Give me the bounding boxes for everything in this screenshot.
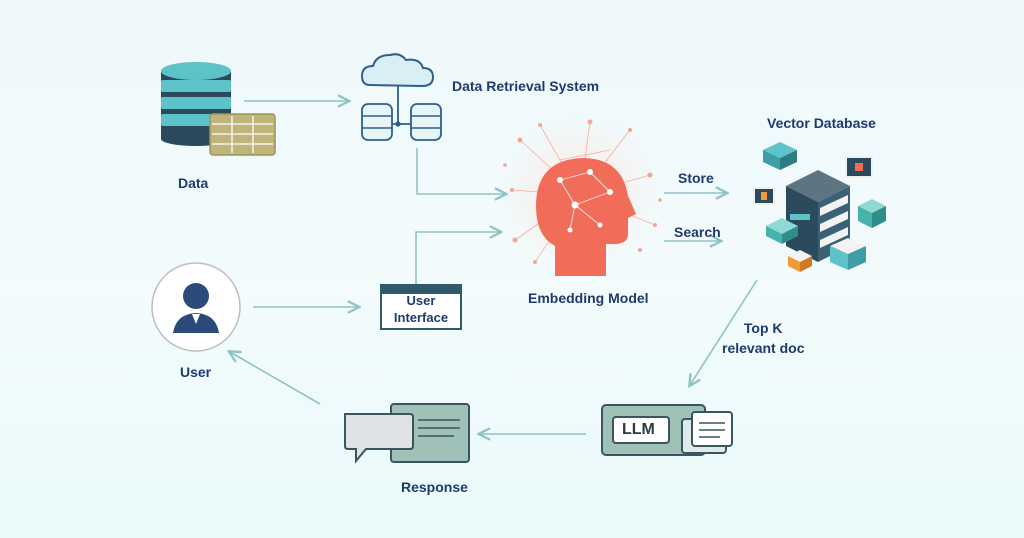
flow-arrows [230,101,758,434]
response-chat-icon [344,403,470,464]
data-label: Data [178,175,209,191]
arrow-vectordb-to-llm [690,279,758,385]
llm-icon [601,404,733,456]
data-database-icon [161,62,231,146]
user-label: User [180,364,212,380]
arrow-ui-to-embedding [415,232,500,284]
user-avatar-icon [151,262,241,352]
vector-database-icon [753,142,886,272]
cloud-retrieval-icon [360,53,442,141]
embedding-model-label: Embedding Model [528,290,649,306]
arrow-response-to-user [230,352,321,405]
vector-database-label: Vector Database [767,115,876,131]
data-retrieval-label: Data Retrieval System [452,78,600,94]
arrow-retrieval-to-embedding [416,148,505,194]
user-interface-box: User Interface [380,284,462,330]
llm-label: LLM [622,421,655,438]
ai-head-icon [502,117,662,276]
top-k-label: Top K relevant doc [722,320,805,356]
response-label: Response [401,479,468,495]
data-table-icon [209,113,276,156]
user-interface-label: User Interface [393,293,449,325]
window-titlebar [382,286,460,294]
store-label: Store [678,170,714,186]
search-label: Search [674,224,721,240]
